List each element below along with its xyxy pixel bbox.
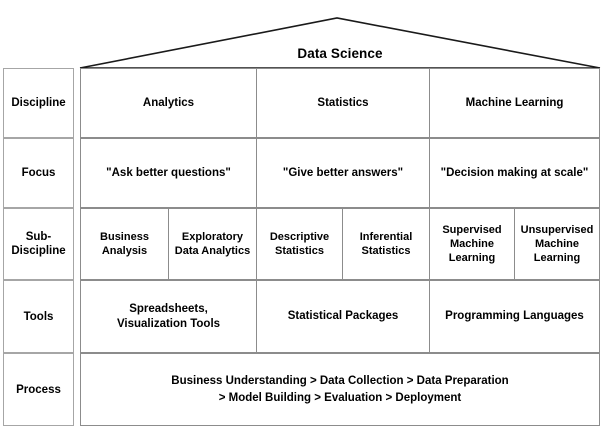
sub-line: Machine — [449, 238, 494, 250]
row-label-sub-discipline-line1: Sub- — [25, 231, 52, 243]
sub-line: Learning — [448, 252, 496, 264]
cell-tools-machine-learning: Programming Languages — [445, 310, 584, 322]
row-label-focus: Focus — [3, 138, 74, 208]
sub-line: Statistics — [361, 245, 411, 257]
row-label-discipline: Discipline — [3, 68, 74, 138]
cell-focus-analytics: "Ask better questions" — [81, 139, 257, 207]
sub-line: Data Analytics — [174, 245, 251, 257]
cell-sub-unsupervised-machine-learning: Unsupervised Machine Learning — [515, 209, 599, 279]
cell-sub-supervised-machine-learning: Supervised Machine Learning — [430, 209, 515, 279]
sub-line: Statistics — [275, 245, 324, 257]
cell-tools-analytics: Spreadsheets, Visualization Tools — [81, 281, 257, 352]
sub-line: Supervised — [442, 224, 502, 236]
row-label-tools: Tools — [3, 280, 74, 353]
row-body-discipline: Analytics Statistics Machine Learning — [80, 68, 600, 138]
row-body-sub-discipline: Business Analysis Exploratory Data Analy… — [80, 208, 600, 280]
table-row: Focus "Ask better questions" "Give bette… — [3, 138, 600, 208]
cell-discipline-machine-learning: Machine Learning — [465, 96, 564, 109]
table-row: Tools Spreadsheets, Visualization Tools … — [3, 280, 600, 353]
table-row: Process Business Understanding > Data Co… — [3, 353, 600, 426]
sub-line: Unsupervised — [520, 224, 594, 236]
row-label-sub-discipline: Sub- Discipline — [3, 208, 74, 280]
cell-discipline-analytics: Analytics — [81, 69, 257, 137]
cell-tools-statistics: Statistical Packages — [257, 281, 430, 352]
diagram-title: Data Science — [297, 46, 383, 61]
sub-line: Descriptive — [269, 231, 330, 243]
cell-focus-machine-learning: "Decision making at scale" — [440, 166, 589, 179]
cell-focus-statistics: "Give better answers" — [257, 139, 430, 207]
cell-sub-business-analysis: Business Analysis — [81, 209, 169, 279]
cell-sub-descriptive-statistics: Descriptive Statistics — [257, 209, 343, 279]
sub-line: Machine — [534, 238, 579, 250]
process-line: > Model Building > Evaluation > Deployme… — [218, 391, 462, 404]
discipline-grid: Discipline Analytics Statistics Machine … — [3, 68, 600, 428]
table-row: Discipline Analytics Statistics Machine … — [3, 68, 600, 138]
row-body-tools: Spreadsheets, Visualization Tools Statis… — [80, 280, 600, 353]
cell-discipline-statistics: Statistics — [257, 69, 430, 137]
sub-line: Analysis — [101, 245, 148, 257]
tools-line: Visualization Tools — [116, 317, 221, 330]
row-body-focus: "Ask better questions" "Give better answ… — [80, 138, 600, 208]
tools-line: Spreadsheets, — [129, 302, 208, 315]
sub-line: Business — [100, 231, 149, 243]
sub-line: Learning — [533, 252, 581, 264]
row-label-process: Process — [3, 353, 74, 426]
cell-process-pipeline: Business Understanding > Data Collection… — [81, 354, 599, 425]
cell-sub-inferential-statistics: Inferential Statistics — [343, 209, 430, 279]
process-line: Business Understanding > Data Collection… — [171, 374, 509, 387]
row-label-sub-discipline-line2: Discipline — [11, 245, 66, 257]
cell-sub-exploratory-data-analytics: Exploratory Data Analytics — [169, 209, 257, 279]
row-body-process: Business Understanding > Data Collection… — [80, 353, 600, 426]
table-row: Sub- Discipline Business Analysis Explor… — [3, 208, 600, 280]
sub-line: Inferential — [359, 231, 413, 243]
sub-line: Exploratory — [181, 231, 244, 243]
